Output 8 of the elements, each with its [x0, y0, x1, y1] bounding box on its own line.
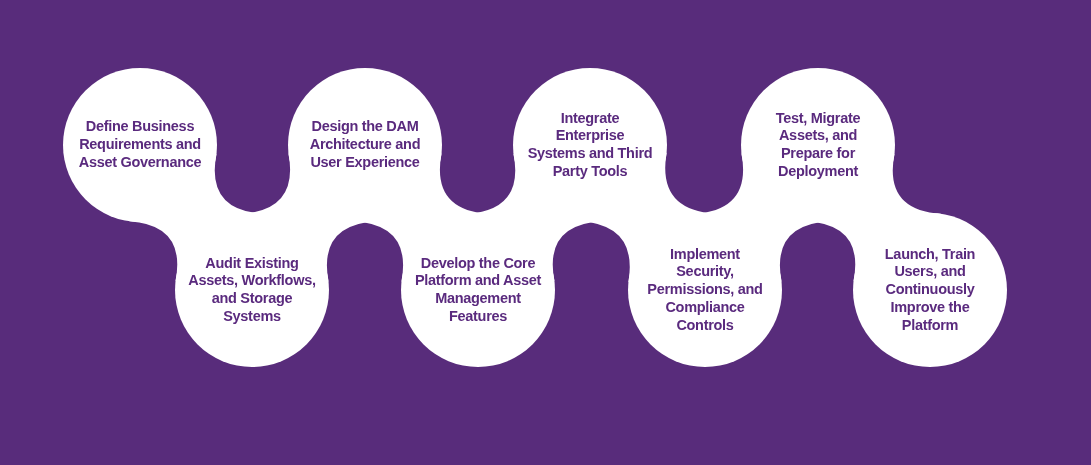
step-text: Test, Migrate Assets, and Prepare for Deployment [774, 109, 862, 181]
step-text: Develop the Core Platform and Asset Management Features [414, 254, 542, 326]
step-text: Implement Security, Permissions, and Compliance Controls [646, 245, 764, 335]
step-text: Design the DAM Architecture and User Experience [308, 118, 422, 172]
step-text: Launch, Train Users, and Continuously Improve the Platform [883, 245, 977, 335]
step-text: Integrate Enterprise Systems and Third Party Tools [526, 109, 654, 181]
step-text: Define Business Requirements and Asset Governance [77, 118, 203, 172]
step-text: Audit Existing Assets, Workflows, and Storage Systems [188, 254, 316, 326]
